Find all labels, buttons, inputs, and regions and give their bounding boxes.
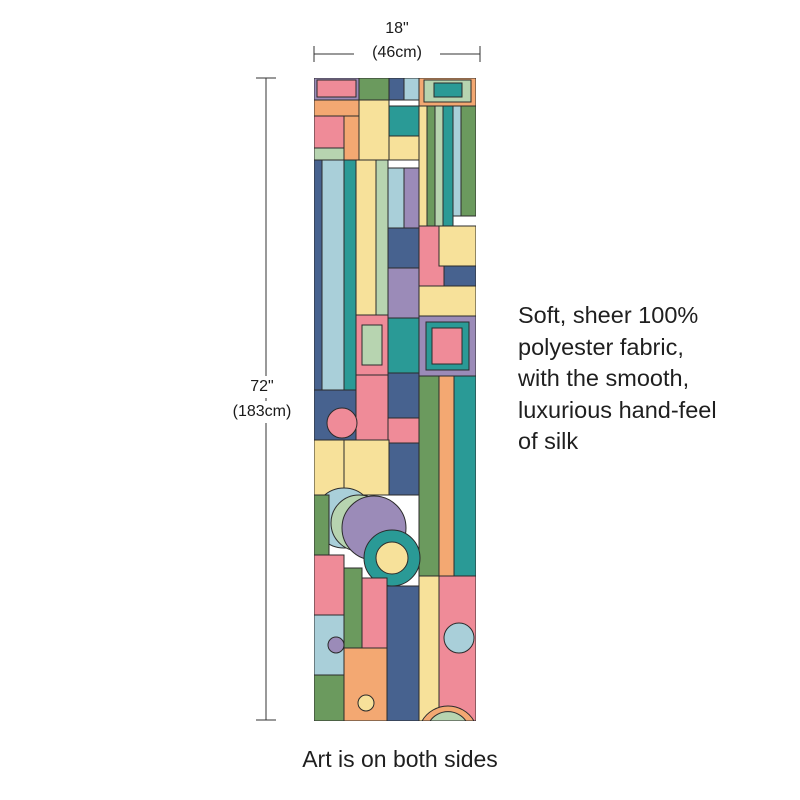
height-dimension-line xyxy=(256,77,276,721)
description-line: luxurious hand-feel xyxy=(518,396,717,423)
description-line: with the smooth, xyxy=(518,365,690,391)
width-dimension: 18" (46cm) xyxy=(312,18,482,68)
width-inches-label: 18" xyxy=(385,20,409,37)
caption: Art is on both sides xyxy=(302,746,498,772)
description-line: polyester fabric, xyxy=(518,333,684,360)
width-dimension-line xyxy=(313,46,481,62)
scarf-artwork xyxy=(314,78,476,721)
height-cm-label: (183cm) xyxy=(222,401,302,423)
description-line: of silk xyxy=(518,428,579,454)
width-cm-label: (46cm) xyxy=(372,44,422,61)
description-line: Soft, sheer 100% xyxy=(518,302,699,328)
product-description: Soft, sheer 100% polyester fabric, with … xyxy=(518,300,788,458)
height-inches-label: 72" xyxy=(222,376,302,398)
height-dimension: 72" (183cm) xyxy=(222,76,312,724)
